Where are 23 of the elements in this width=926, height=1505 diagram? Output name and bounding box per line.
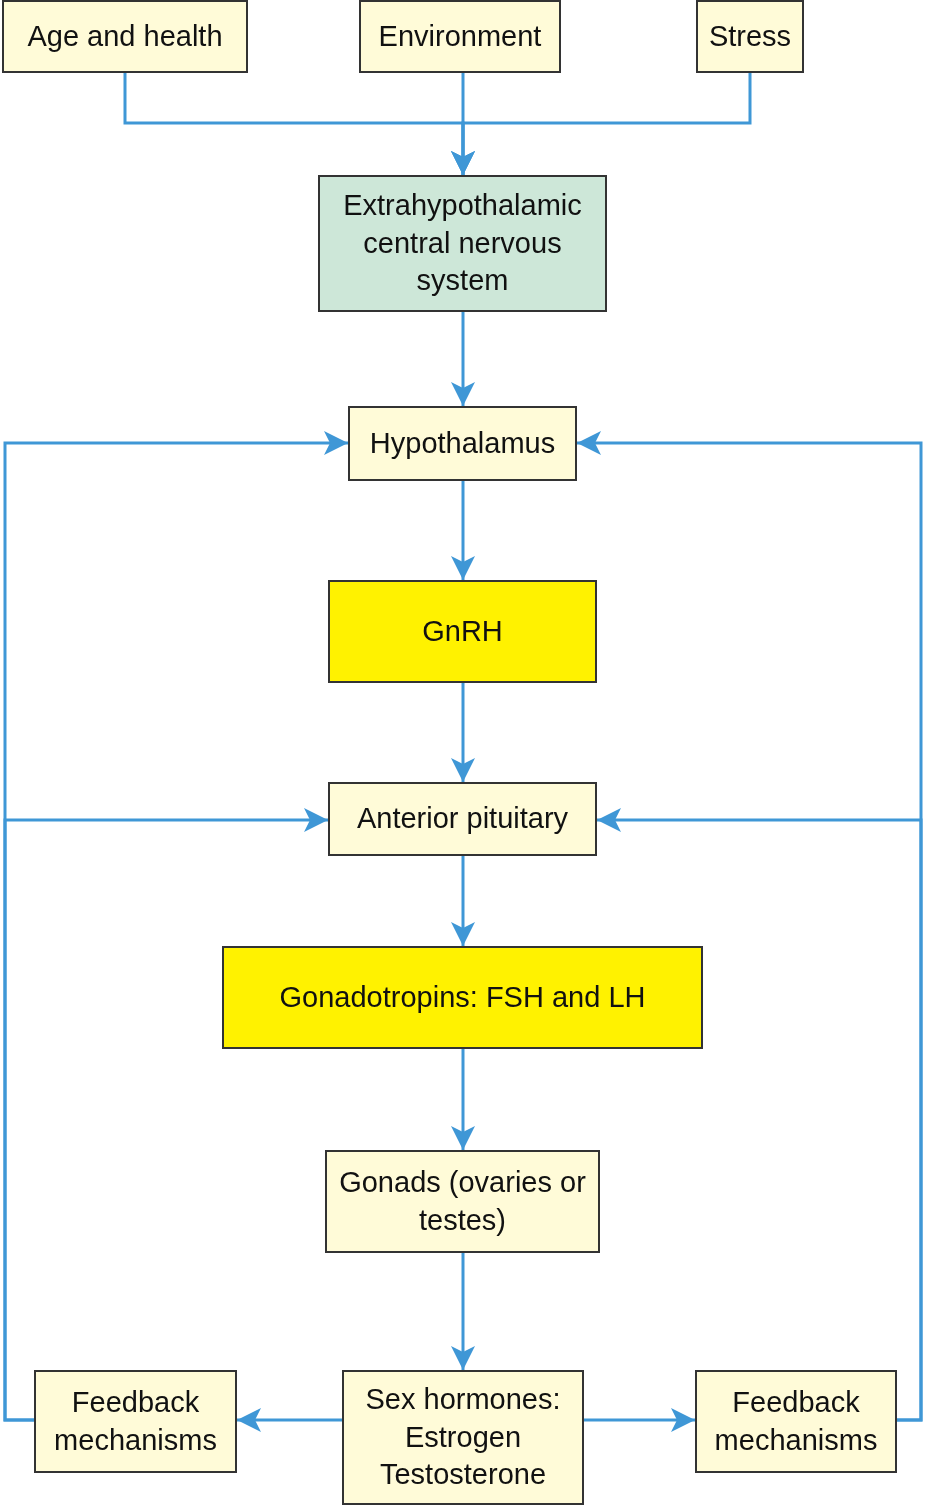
process-box: Sex hormones: Estrogen Testosterone — [342, 1370, 584, 1505]
process-box: Anterior pituitary — [328, 782, 597, 856]
arrow — [451, 856, 475, 946]
process-box: Stress — [696, 0, 804, 73]
process-box: Feedback mechanisms — [34, 1370, 237, 1473]
arrow — [597, 808, 923, 1422]
arrow — [451, 683, 475, 782]
arrow — [451, 1049, 475, 1150]
arrow — [451, 312, 475, 406]
process-box: Feedback mechanisms — [695, 1370, 897, 1473]
process-box: GnRH — [328, 580, 597, 683]
arrow — [3, 808, 328, 1422]
arrow — [451, 73, 752, 175]
process-box: Gonads (ovaries or testes) — [325, 1150, 600, 1253]
arrow — [451, 1253, 475, 1370]
process-box: Extrahypothalamic central nervous system — [318, 175, 607, 312]
process-box: Age and health — [2, 0, 248, 73]
arrow — [237, 1408, 342, 1432]
process-box: Gonadotropins: FSH and LH — [222, 946, 703, 1049]
process-box: Hypothalamus — [348, 406, 577, 481]
arrow — [584, 1408, 695, 1432]
arrow — [451, 481, 475, 580]
process-box: Environment — [359, 0, 561, 73]
